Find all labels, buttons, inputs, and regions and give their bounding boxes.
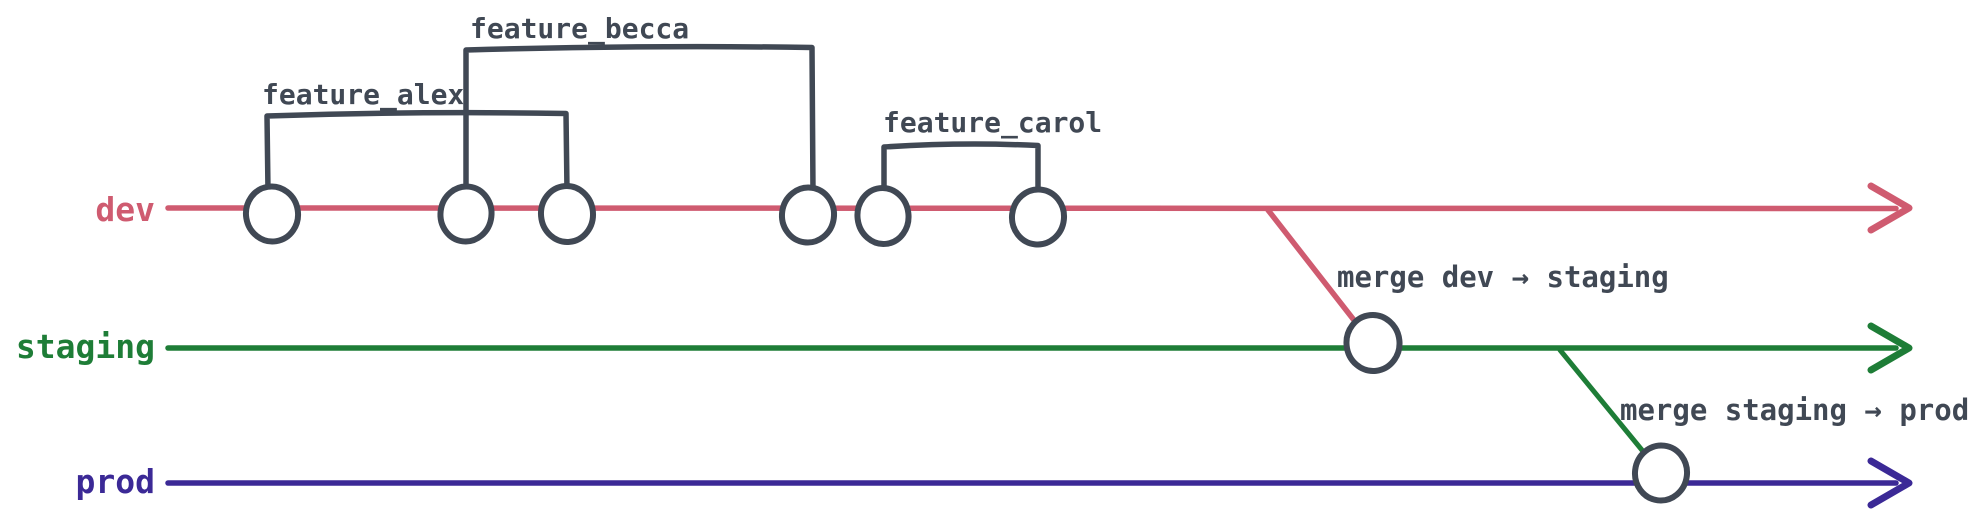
merge-commit-prod [1631, 442, 1691, 504]
commit-node-dev-3 [537, 183, 597, 245]
merge-commit-staging [1343, 312, 1403, 374]
merge-dev-staging-label: merge dev → staging [1337, 260, 1669, 294]
prod-branch-label: prod [76, 462, 155, 501]
staging-arrowhead-icon [1867, 322, 1913, 374]
merge-staging-prod-edge [1557, 347, 1649, 458]
commit-node-dev-6 [1008, 186, 1068, 248]
feature-alex-label: feature_alex [262, 78, 464, 111]
feature-becca-label: feature_becca [470, 12, 689, 45]
feature-carol-bracket [881, 141, 1041, 197]
merge-dev-staging-edge [1265, 207, 1360, 327]
feature-alex-bracket [264, 109, 570, 194]
merge-staging-prod-label: merge staging → prod [1620, 393, 1969, 427]
dev-arrowhead-icon [1867, 182, 1913, 234]
commit-node-dev-5 [854, 185, 912, 247]
commit-node-dev-1 [242, 183, 302, 245]
prod-arrowhead-icon [1867, 457, 1913, 509]
dev-branch-label: dev [95, 190, 155, 229]
feature-becca-bracket [463, 43, 816, 195]
commit-node-dev-4 [778, 184, 838, 246]
commit-node-dev-2 [437, 183, 495, 245]
feature-carol-label: feature_carol [883, 106, 1102, 139]
staging-branch-line [165, 344, 1899, 351]
staging-branch-label: staging [16, 327, 155, 366]
